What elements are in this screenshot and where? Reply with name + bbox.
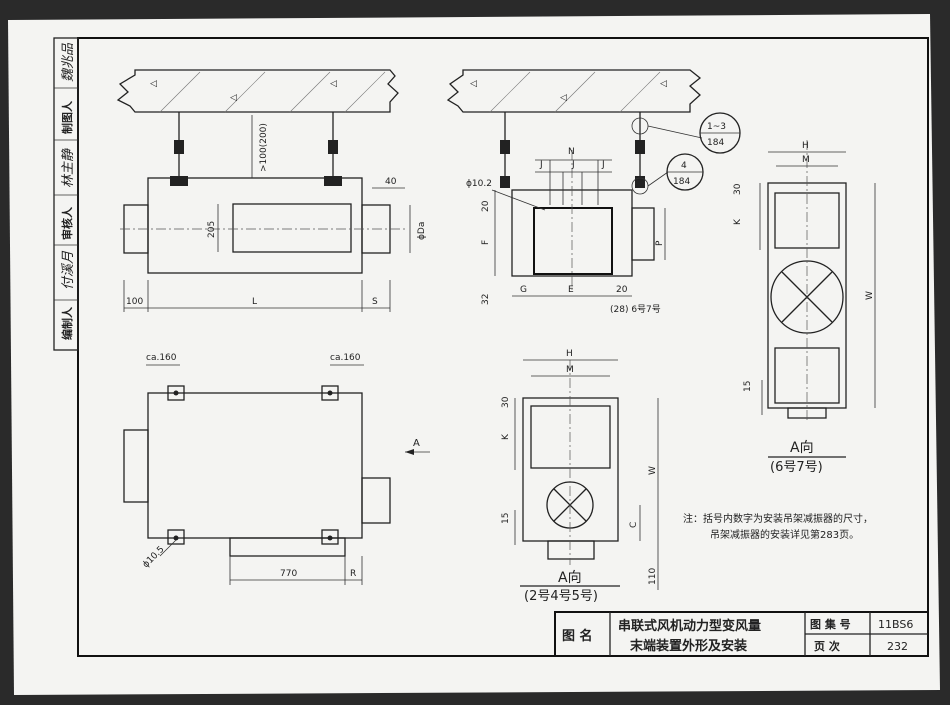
signature-column: 编制人 付溪月 审核人 林主静 制图人 魏兆品 [53,37,79,351]
label-reviewer: 审核人 [60,206,74,240]
title-line-2: 末端装置外形及安装 [629,638,747,654]
svg-text:◁: ◁ [470,79,477,89]
dim-40: 40 [385,177,397,187]
signature-reviewer: 林主静 [61,148,76,188]
callout2-top: 4 [681,161,687,171]
dim-J1: J [539,160,543,170]
plan-dim-ca2: ca.160 [330,353,361,363]
dim-da: ϕDa [417,222,427,240]
small-dim-K: K [501,433,511,440]
svg-text:◁: ◁ [330,79,337,89]
svg-text:◁: ◁ [560,93,567,103]
large-dim-15: 15 [743,381,753,392]
large-dim-H: H [802,141,809,151]
small-dim-30: 30 [501,396,511,408]
large-dim-30: 30 [733,183,743,195]
dim-J2: J [571,160,575,170]
title-line-1: 串联式风机动力型变风量 [618,618,761,634]
small-dim-M: M [566,365,574,375]
plan-dim-770: 770 [280,569,297,579]
label-editor: 编制人 [60,306,74,340]
dim-S: S [372,297,378,307]
dim-J3: J [601,160,605,170]
dim-100: 100 [126,297,143,307]
callout2-bot: 184 [673,177,690,187]
dim-N: N [568,147,575,157]
signature-editor: 付溪月 [61,250,76,290]
small-dim-110: 110 [648,568,658,585]
svg-text:◁: ◁ [660,79,667,89]
dim-32: 32 [481,294,491,305]
plan-dim-R: R [350,569,356,579]
plan-dim-ca1: ca.160 [146,353,177,363]
dim-F: F [481,240,491,245]
plan-arrow-label: A [413,438,420,449]
large-dim-M: M [802,155,810,165]
front-view: ◁ ◁ ◁ >100(200) 40 205 ϕDa 100 L S [116,69,427,312]
section-note: (28) 6号7号 [610,304,661,315]
dim-G: G [520,285,527,295]
small-view-subtitle: (2号4号5号) [524,589,598,604]
a-view-large: H M 30 K W 15 A向 (6号7号) [733,140,876,475]
dim-clearance: >100(200) [259,123,269,172]
dim-20-bot: 20 [616,285,628,295]
title-name-label: 图 名 [562,628,593,644]
small-dim-W: W [648,466,658,475]
callout1-bot: 184 [707,138,724,148]
small-dim-H: H [566,349,573,359]
paper [8,14,940,695]
dim-P: P [655,240,665,246]
svg-text:◁: ◁ [230,93,237,103]
dim-205: 205 [207,221,217,238]
small-view-title: A向 [558,570,582,586]
small-dim-C: C [629,522,639,528]
dim-20-top: 20 [481,200,491,212]
atlas-label: 图 集 号 [810,617,851,631]
dim-L: L [252,297,257,307]
title-block: 图 名 串联式风机动力型变风量 末端装置外形及安装 图 集 号 11BS6 页 … [554,611,929,657]
large-dim-K: K [733,218,743,225]
large-view-subtitle: (6号7号) [770,460,823,475]
section-view: ◁ ◁ ◁ N J J J ϕ10.2 20 F 32 P G [446,69,741,315]
svg-text:◁: ◁ [150,79,157,89]
page-label: 页 次 [814,639,840,653]
dim-phi-10-2: ϕ10.2 [466,179,492,189]
large-dim-W: W [865,291,875,300]
note-line-1: 注：括号内数字为安装吊架减振器的尺寸， [683,512,873,525]
label-drafter: 制图人 [60,100,74,134]
note-line-2: 吊架减振器的安装详见第283页。 [710,528,859,541]
callout1-top: 1~3 [707,122,726,132]
dim-E: E [568,285,574,295]
atlas-value: 11BS6 [878,618,913,631]
small-dim-15: 15 [501,513,511,524]
large-view-title: A向 [790,440,814,456]
signature-drafter: 魏兆品 [61,42,76,82]
a-view-small: H M 30 K W 15 C 110 A向 (2号4号5号) [501,349,659,604]
page-value: 232 [887,640,908,653]
